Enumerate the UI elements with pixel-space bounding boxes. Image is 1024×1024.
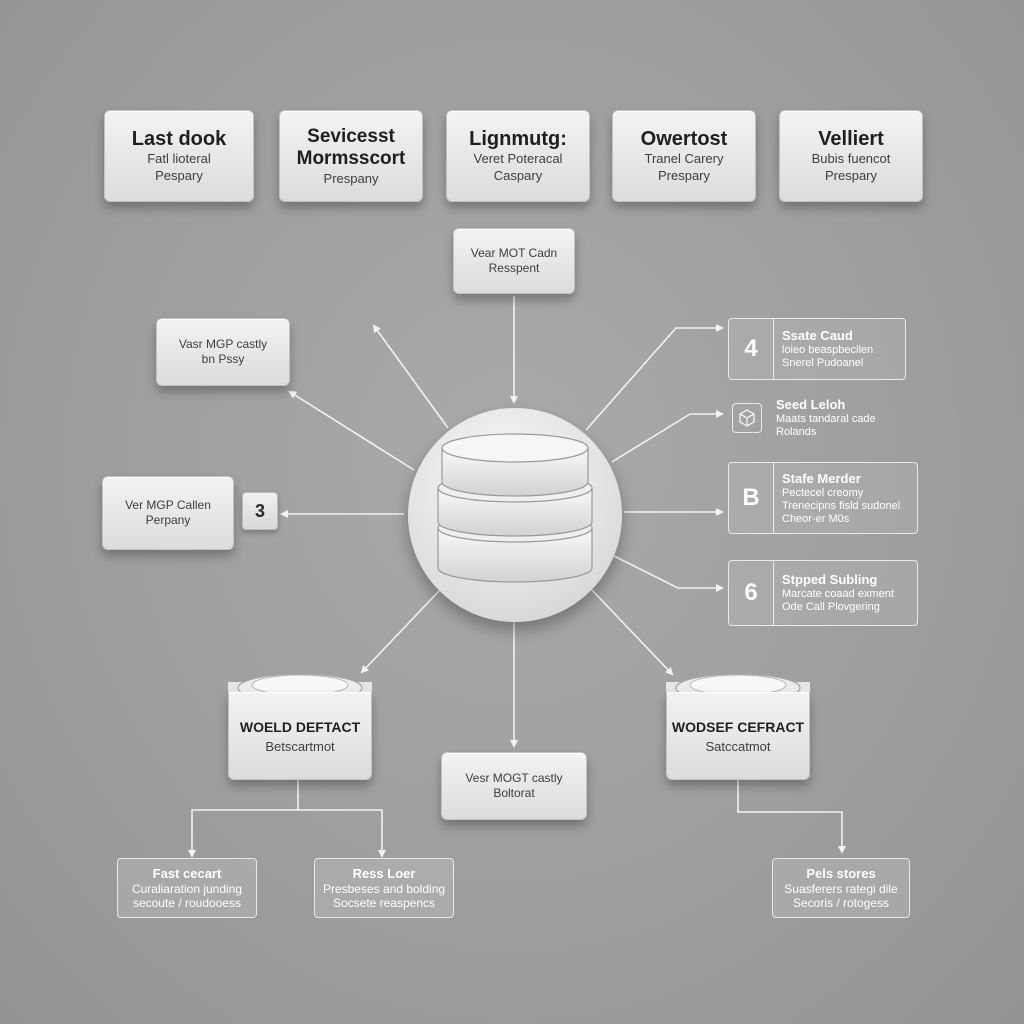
right-item-line: Cheor-er M0s (782, 512, 850, 525)
right-item-line: Ode Call Plovgering (782, 601, 880, 613)
top-card-line: Pespary (155, 168, 203, 183)
bottom-item-line: Suasferers rategi dile (784, 882, 898, 896)
top-card-title: Owertost (640, 128, 728, 150)
arrow-lower-left (360, 589, 441, 674)
right-item-number: B (729, 463, 774, 533)
top-card-title: Lignmutg: (469, 128, 567, 150)
top-card-line: Prespary (824, 168, 878, 183)
bottom-item-line: Secoris / rotogess (792, 896, 890, 910)
branch-left-db (188, 780, 299, 858)
database-subtitle: Betscartmot (265, 739, 335, 754)
bottom-center-card: Vesr MOGT castly Boltorat (441, 752, 587, 820)
card-line: Resspent (488, 261, 540, 275)
top-card-line: Caspary (493, 168, 543, 183)
top-card-title: Sevicesst Mormsscort (296, 125, 406, 169)
step-badge: 3 (242, 492, 278, 530)
right-item-line: loieo beaspbecilen (782, 344, 874, 356)
arrow-upper-left-1 (372, 324, 449, 429)
left-card-middle: Ver MGP Callen Perpany (102, 476, 234, 550)
right-item-title: Stpped Subling (782, 572, 878, 587)
arrow-right-4 (613, 555, 724, 592)
right-item-title: Ssate Caud (782, 328, 853, 343)
bottom-item-title: Fast cecart (152, 866, 222, 881)
bottom-item-1: Fast cecart Curaliaration junding secout… (117, 858, 257, 918)
database-title: WODSEF CEFRACT (671, 719, 805, 735)
right-item-title: Seed Leloh (776, 397, 846, 412)
card-line: bn Pssy (201, 352, 245, 366)
right-item-line: Marcate coaad exment (782, 588, 894, 600)
right-item-title: Stafe Merder (782, 470, 861, 486)
database-icon (437, 433, 593, 583)
bottom-item-title: Pels stores (806, 866, 876, 881)
card-line: Ver MGP Callen (125, 498, 211, 512)
right-item-number: 6 (729, 561, 774, 625)
left-card-upper: Vasr MGP castly bn Pssy (156, 318, 290, 386)
top-card-2: Sevicesst Mormsscort Prespany (279, 110, 423, 202)
top-card-line: Tranel Carery (644, 151, 724, 166)
database-subtitle: Satccatmot (705, 739, 771, 754)
right-item-line: Pectecel creomy (782, 486, 864, 499)
right-item-4: 6 Stpped Subling Marcate coaad exment Od… (728, 560, 918, 626)
bottom-item-line: Presbeses and bolding (322, 882, 446, 896)
arrow-upper-left-2 (288, 390, 415, 471)
card-line: Perpany (145, 513, 191, 527)
branch-right-db (737, 780, 846, 854)
right-database-card: WODSEF CEFRACT Satccatmot (666, 692, 810, 780)
bottom-item-2: Ress Loer Presbeses and bolding Socsete … (314, 858, 454, 918)
right-item-line: Rolands (776, 426, 817, 438)
top-card-title: Velliert (818, 128, 884, 150)
right-item-3: B Stafe Merder Pectecel creomy Trenecipn… (728, 462, 918, 534)
right-item-2: Seed Leloh Maats tandaral cade Rolands (728, 392, 918, 444)
bottom-item-line: secoute / roudooess (132, 896, 242, 910)
top-card-line: Prespary (657, 168, 711, 183)
top-card-line: Veret Poteracal (473, 151, 563, 166)
card-line: Boltorat (493, 786, 535, 800)
top-card-line: Prespany (323, 170, 379, 186)
bottom-item-title: Ress Loer (352, 866, 416, 881)
bottom-item-line: Socsete reaspencs (332, 896, 436, 910)
bottom-item-line: Curaliaration junding (131, 882, 243, 896)
arrow-lower-right (589, 587, 674, 676)
card-line: Vesr MOGT castly (465, 771, 563, 785)
card-line: Vasr MGP castly (178, 337, 268, 351)
right-item-number: 4 (729, 319, 774, 379)
cube-icon (732, 403, 762, 433)
top-card-3: Lignmutg: Veret Poteracal Caspary (446, 110, 590, 202)
right-item-1: 4 Ssate Caud loieo beaspbecilen Snerel P… (728, 318, 906, 380)
card-line: Vear MOT Cadn (470, 246, 558, 260)
top-card-line: Fatl lioteral (147, 151, 211, 166)
database-title: WOELD DEFTACT (239, 719, 361, 735)
bottom-item-3: Pels stores Suasferers rategi dile Secor… (772, 858, 910, 918)
center-top-card: Vear MOT Cadn Resspent (453, 228, 575, 294)
top-card-4: Owertost Tranel Carery Prespary (612, 110, 756, 202)
left-database-card: WOELD DEFTACT Betscartmot (228, 692, 372, 780)
top-card-line: Bubis fuencot (811, 151, 891, 166)
arrow-right-1 (585, 324, 724, 431)
top-card-5: Velliert Bubis fuencot Prespary (779, 110, 923, 202)
arrow-right-2 (611, 410, 724, 463)
right-item-line: Snerel Pudoanel (782, 357, 864, 369)
top-card-title: Last dook (131, 128, 227, 150)
branch-left-db-2 (298, 809, 386, 858)
right-item-line: Trenecipns fisld sudonel (782, 499, 901, 512)
top-card-1: Last dook Fatl lioteral Pespary (104, 110, 254, 202)
right-item-line: Maats tandaral cade (776, 413, 876, 425)
